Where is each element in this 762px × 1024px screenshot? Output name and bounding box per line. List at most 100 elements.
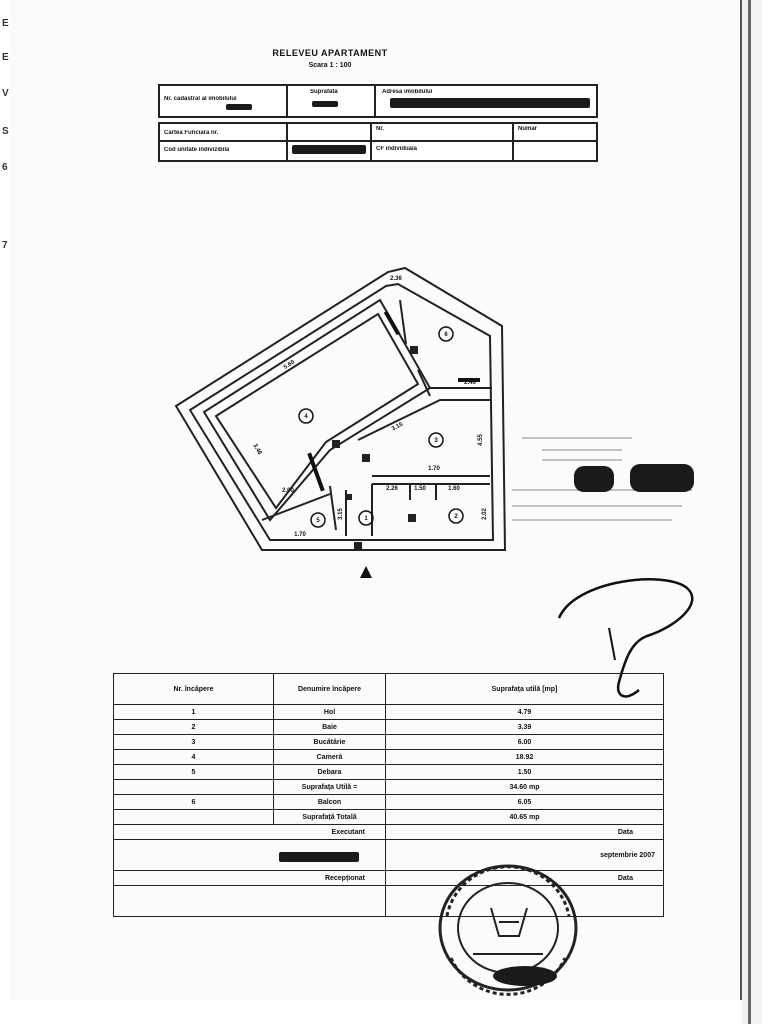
- room-name: Hol: [273, 704, 386, 720]
- plan-room-4-wall: [202, 298, 432, 522]
- plan-dimension: 1.70: [294, 532, 306, 538]
- room-area: 1.50: [385, 764, 664, 780]
- room-nr: 5: [113, 764, 274, 780]
- plan-dimension: 2.26: [386, 486, 398, 492]
- header-unit-code-label: Cod unitate indivizibila: [164, 147, 230, 153]
- redacted-block: [312, 101, 338, 107]
- room-area: 18.92: [385, 749, 664, 765]
- room-number: 1: [364, 516, 368, 522]
- plan-dimension: 1.60: [448, 486, 460, 492]
- room-marker-2: [448, 508, 464, 524]
- room-marker-6: [438, 326, 454, 342]
- redacted-block: [630, 464, 694, 492]
- plan-dimension: 2.36: [390, 276, 402, 282]
- plan-kitchen-wall: [357, 399, 490, 441]
- table-row: 5 Debara 1.50: [113, 764, 664, 780]
- plan-dimension: 4.55: [478, 434, 484, 446]
- col-header-area: Suprafața utilă [mp]: [385, 673, 664, 705]
- room-name: Cameră: [273, 749, 386, 765]
- redacted-block: [292, 145, 366, 154]
- useful-area-label: Suprafața Utilă =: [273, 779, 386, 795]
- col-header-name: Denumire încăpere: [273, 673, 386, 705]
- header-cf-individual-label: CF individuala: [376, 146, 418, 152]
- header-nr-label: Nr.: [376, 126, 385, 132]
- room-nr: 6: [113, 794, 274, 810]
- redacted-block: [390, 98, 590, 108]
- useful-area-value: 34.60 mp: [385, 779, 664, 795]
- executant-date-value: septembrie 2007: [385, 839, 664, 871]
- document-title: RELEVEU APARTAMENT: [272, 48, 388, 58]
- table-row: 4 Cameră 18.92: [113, 749, 664, 765]
- plan-symbol: [362, 454, 370, 462]
- plan-dimension: 5.60: [283, 359, 297, 371]
- room-area: 6.00: [385, 734, 664, 750]
- room-name: Baie: [273, 719, 386, 735]
- table-row: 6 Balcon 6.05: [113, 794, 664, 810]
- executant-row: Executant Data: [113, 824, 664, 840]
- plan-symbol: [408, 514, 416, 522]
- room-nr: 2: [113, 719, 274, 735]
- plan-door-mark: [458, 378, 480, 382]
- room-marker-3: [428, 432, 444, 448]
- plan-symbol: [332, 440, 340, 448]
- plan-dimension: 1.70: [428, 466, 440, 472]
- executant-label: Executant: [113, 824, 386, 840]
- total-area-value: 40.65 mp: [385, 809, 664, 825]
- rooms-table: Nr. încăpere Denumire încăpere Suprafața…: [113, 673, 664, 917]
- plan-dimension: 3.15: [391, 421, 405, 432]
- header-table-bottom: Cartea Funciara nr. Cod unitate indivizi…: [158, 122, 598, 162]
- plan-dimension: 2.02: [482, 508, 488, 520]
- executant-sign-row: septembrie 2007: [113, 839, 664, 871]
- plan-diag-wall: [417, 369, 431, 397]
- header-numar-label: Numar: [518, 126, 538, 132]
- plan-dimension: 3.15: [338, 508, 344, 520]
- room-number: 5: [316, 518, 320, 524]
- entrance-marker: [360, 566, 372, 578]
- room-marker-4: [298, 408, 314, 424]
- plan-pantry-wall: [329, 485, 337, 531]
- plan-dimension: 2.00: [282, 488, 294, 494]
- executant-date-label: Data: [385, 824, 664, 840]
- room-nr: 4: [113, 749, 274, 765]
- table-row: 1 Hol 4.79: [113, 704, 664, 720]
- room-nr: 3: [113, 734, 274, 750]
- room-marker-1: [358, 510, 374, 526]
- received-row: Recepționat Data: [113, 870, 664, 886]
- room-area: 6.05: [385, 794, 664, 810]
- plan-symbol: [354, 542, 362, 550]
- room-name: Debara: [273, 764, 386, 780]
- header-area-label: Suprafata: [310, 89, 338, 95]
- room-number: 6: [444, 332, 448, 338]
- col-header-nr: Nr. încăpere: [113, 673, 274, 705]
- redacted-block: [574, 466, 614, 492]
- redacted-block: [226, 104, 252, 110]
- room-area: 4.79: [385, 704, 664, 720]
- table-row: 2 Baie 3.39: [113, 719, 664, 735]
- room-area: 3.39: [385, 719, 664, 735]
- header-table-top: Nr. cadastral al imobilului Suprafata Ad…: [158, 84, 598, 118]
- plan-diag-wall: [399, 299, 407, 345]
- document-scale: Scara 1 : 100: [308, 62, 352, 69]
- plan-inner-wall: [188, 282, 495, 541]
- room-marker-5: [310, 512, 326, 528]
- executant-signature-cell: [113, 839, 386, 871]
- plan-dimension: 3.46: [251, 443, 262, 457]
- plan-outer-wall: [174, 266, 507, 551]
- header-cadastral-label: Nr. cadastral al imobilului: [164, 96, 237, 102]
- room-number: 3: [434, 438, 438, 444]
- header-address-label: Adresa imobilului: [382, 89, 433, 95]
- official-seal: [438, 864, 578, 996]
- plan-dimension: 1.50: [414, 486, 426, 492]
- plan-door-mark: [307, 452, 325, 492]
- room-name: Balcon: [273, 794, 386, 810]
- total-area-row: Suprafață Totală 40.65 mp: [113, 809, 664, 825]
- plan-symbol: [346, 494, 352, 500]
- rooms-table-header: Nr. încăpere Denumire încăpere Suprafața…: [113, 673, 664, 705]
- received-label: Recepționat: [113, 870, 386, 886]
- table-row: 3 Bucătărie 6.00: [113, 734, 664, 750]
- plan-door-mark: [383, 310, 401, 336]
- room-name: Bucătărie: [273, 734, 386, 750]
- total-area-label: Suprafață Totală: [273, 809, 386, 825]
